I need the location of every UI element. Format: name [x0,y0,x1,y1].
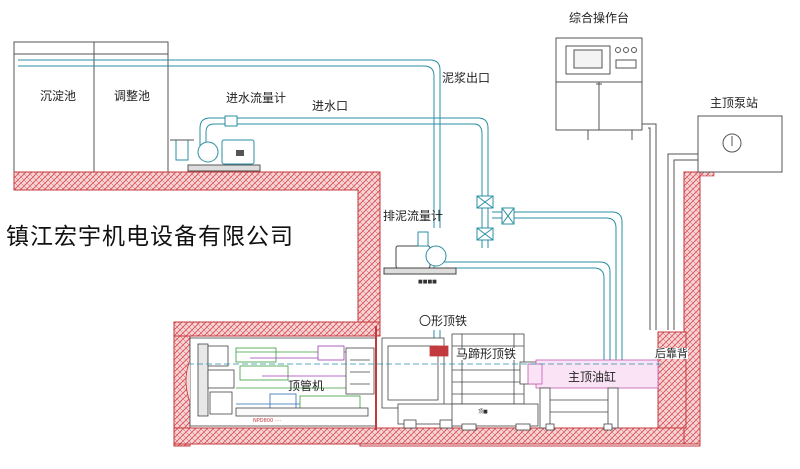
main-jack-pump-label: 主顶泵站 [710,96,759,110]
console-label: 综合操作台 [569,11,630,25]
jack-frame [381,337,459,429]
inlet-flowmeter-label: 进水流量计 [226,91,287,105]
discharge-flowmeter-label: 排泥流量计 [383,209,444,223]
adjusting-tank-label: 调整池 [114,89,151,103]
svg-text:顶■: 顶■ [478,409,488,415]
inlet-pump [170,139,261,172]
svg-text:NPD800 ····: NPD800 ···· [253,418,282,424]
o-ring-jack-label: 〇形顶铁 [419,314,468,328]
horseshoe-jack-label: 马蹄形顶铁 [456,347,517,361]
main-jack-pump-station [697,115,783,173]
tanks [13,41,169,173]
pipes [18,59,623,382]
shaft-wall [13,171,715,447]
discharge-pump [383,231,457,275]
console-cables [642,123,657,330]
water-inlet-label: 进水口 [312,99,349,113]
control-console [555,37,643,140]
pipe-jacking-machine [185,326,377,430]
svg-text:■■■■: ■■■■ [418,279,437,285]
pump-station-cables [667,153,698,330]
valves [224,115,515,241]
main-jack-cylinder-label: 主顶油缸 [568,370,617,384]
pipe-jacking-machine-label: 顶管机 [288,379,325,393]
slurry-outlet-label: 泥浆出口 [442,71,491,85]
main-jack-cylinder [527,359,659,431]
settling-tank-label: 沉淀池 [40,89,77,103]
company-name: 镇江宏宇机电设备有限公司 [6,224,294,250]
back-wall-label: 后靠背 [655,347,688,360]
